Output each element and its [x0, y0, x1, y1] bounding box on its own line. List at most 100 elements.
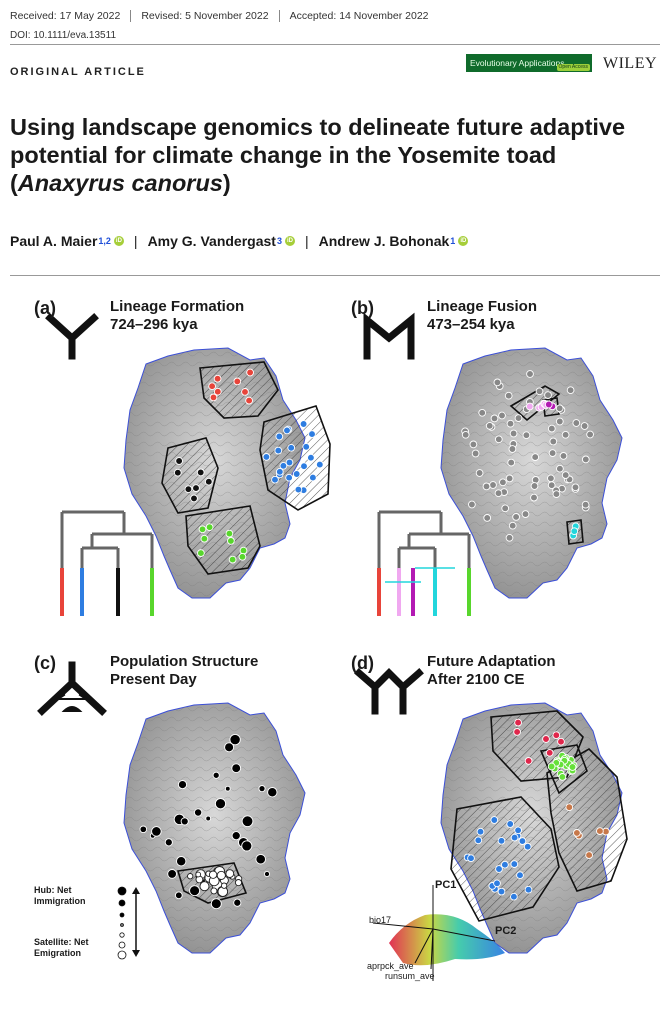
sample-point	[556, 464, 564, 473]
sample-point	[482, 482, 491, 491]
sample-point	[510, 860, 519, 868]
sample-point	[565, 803, 574, 812]
author-name[interactable]: Paul A. Maier	[10, 233, 98, 249]
sample-point	[521, 510, 530, 518]
sample-point	[175, 457, 183, 465]
sample-point	[505, 533, 514, 542]
sample-point	[585, 851, 593, 859]
sample-point	[507, 458, 516, 467]
panel-label: (c)	[34, 653, 56, 673]
sample-point	[469, 440, 478, 449]
sample-point	[493, 378, 502, 387]
sample-point	[245, 396, 253, 405]
sample-point	[225, 529, 234, 538]
received-date: Received: 17 May 2022	[10, 10, 121, 22]
sample-point	[263, 870, 271, 878]
sample-point	[581, 455, 590, 464]
sample-point	[208, 870, 218, 879]
panel-graphic	[45, 313, 331, 616]
orcid-icon[interactable]: iD	[284, 236, 295, 246]
sample-point	[514, 826, 522, 835]
author-name[interactable]: Andrew J. Bohonak	[318, 233, 450, 249]
header-rule	[10, 44, 660, 45]
sample-point	[255, 853, 266, 865]
orcid-icon[interactable]: iD	[113, 236, 124, 246]
sample-point	[495, 865, 503, 873]
terrain-relief	[124, 703, 305, 953]
author-affiliation[interactable]: 3	[276, 236, 282, 246]
legend-hub-label: Hub: Net	[34, 885, 72, 895]
sample-point	[208, 382, 216, 391]
future-adaptation-icon	[354, 668, 424, 715]
sample-point	[461, 430, 470, 439]
sample-point	[504, 391, 513, 400]
panel-graphic	[37, 661, 306, 960]
sample-point	[196, 468, 205, 477]
sample-point	[176, 856, 187, 867]
sample-point	[200, 534, 209, 543]
legend-satellite-label: Emigration	[34, 948, 82, 958]
sample-point	[279, 461, 288, 470]
sample-point	[299, 420, 308, 428]
sample-point	[547, 424, 556, 433]
sample-point	[227, 537, 235, 545]
sample-point	[231, 831, 241, 841]
panel-subtitle: Present Day	[110, 671, 197, 688]
sample-point	[467, 854, 475, 863]
sample-point	[545, 748, 554, 757]
sample-point	[308, 430, 316, 438]
sample-point	[580, 422, 589, 430]
orcid-icon[interactable]: iD	[458, 236, 469, 246]
sample-point	[193, 808, 203, 817]
sample-point	[526, 370, 534, 378]
sample-point	[300, 462, 308, 471]
panel-subtitle: After 2100 CE	[427, 671, 525, 688]
sample-point	[274, 446, 283, 455]
doi[interactable]: DOI: 10.1111/eva.13511	[10, 30, 117, 41]
sample-point	[151, 826, 162, 837]
sample-point	[478, 408, 487, 417]
author-affiliation[interactable]: 1	[450, 236, 456, 246]
sample-point	[518, 837, 527, 845]
open-access-badge: Open Access	[556, 64, 590, 71]
sample-point	[315, 460, 324, 469]
panel-label: (b)	[351, 298, 374, 318]
sample-point	[561, 430, 570, 439]
sample-point	[234, 879, 243, 887]
publisher-logo[interactable]: WILEY	[603, 55, 658, 72]
sample-point	[542, 735, 550, 743]
sample-point	[568, 763, 577, 771]
sample-point	[212, 771, 220, 779]
title-paren-close: )	[222, 170, 231, 196]
sample-point	[524, 885, 533, 894]
author-affiliation[interactable]: 1,2	[98, 236, 111, 246]
sample-point	[287, 443, 296, 452]
sample-point	[205, 815, 212, 822]
sample-point	[292, 470, 301, 478]
sample-point	[189, 885, 201, 897]
author-name[interactable]: Amy G. Vandergast	[147, 233, 276, 249]
sample-point	[258, 785, 266, 793]
journal-logo[interactable]: Evolutionary Applications Open Access	[466, 54, 592, 72]
sample-point	[559, 452, 568, 460]
sample-point	[493, 879, 501, 888]
author-separator: |	[133, 233, 138, 249]
sample-point	[233, 898, 242, 907]
sample-point	[285, 458, 294, 467]
sample-point	[494, 435, 503, 444]
sample-point	[238, 552, 247, 561]
sample-point	[214, 798, 227, 810]
sample-point	[552, 731, 561, 740]
sample-point	[573, 829, 581, 837]
sample-point	[490, 816, 499, 824]
sample-point	[544, 391, 552, 399]
sample-point	[531, 453, 540, 461]
sample-point	[525, 402, 534, 411]
species-name: Anaxyrus canorus	[17, 170, 223, 196]
sample-point	[571, 483, 580, 492]
sample-point	[285, 473, 293, 482]
sample-point	[241, 840, 253, 852]
sample-point	[190, 494, 198, 503]
